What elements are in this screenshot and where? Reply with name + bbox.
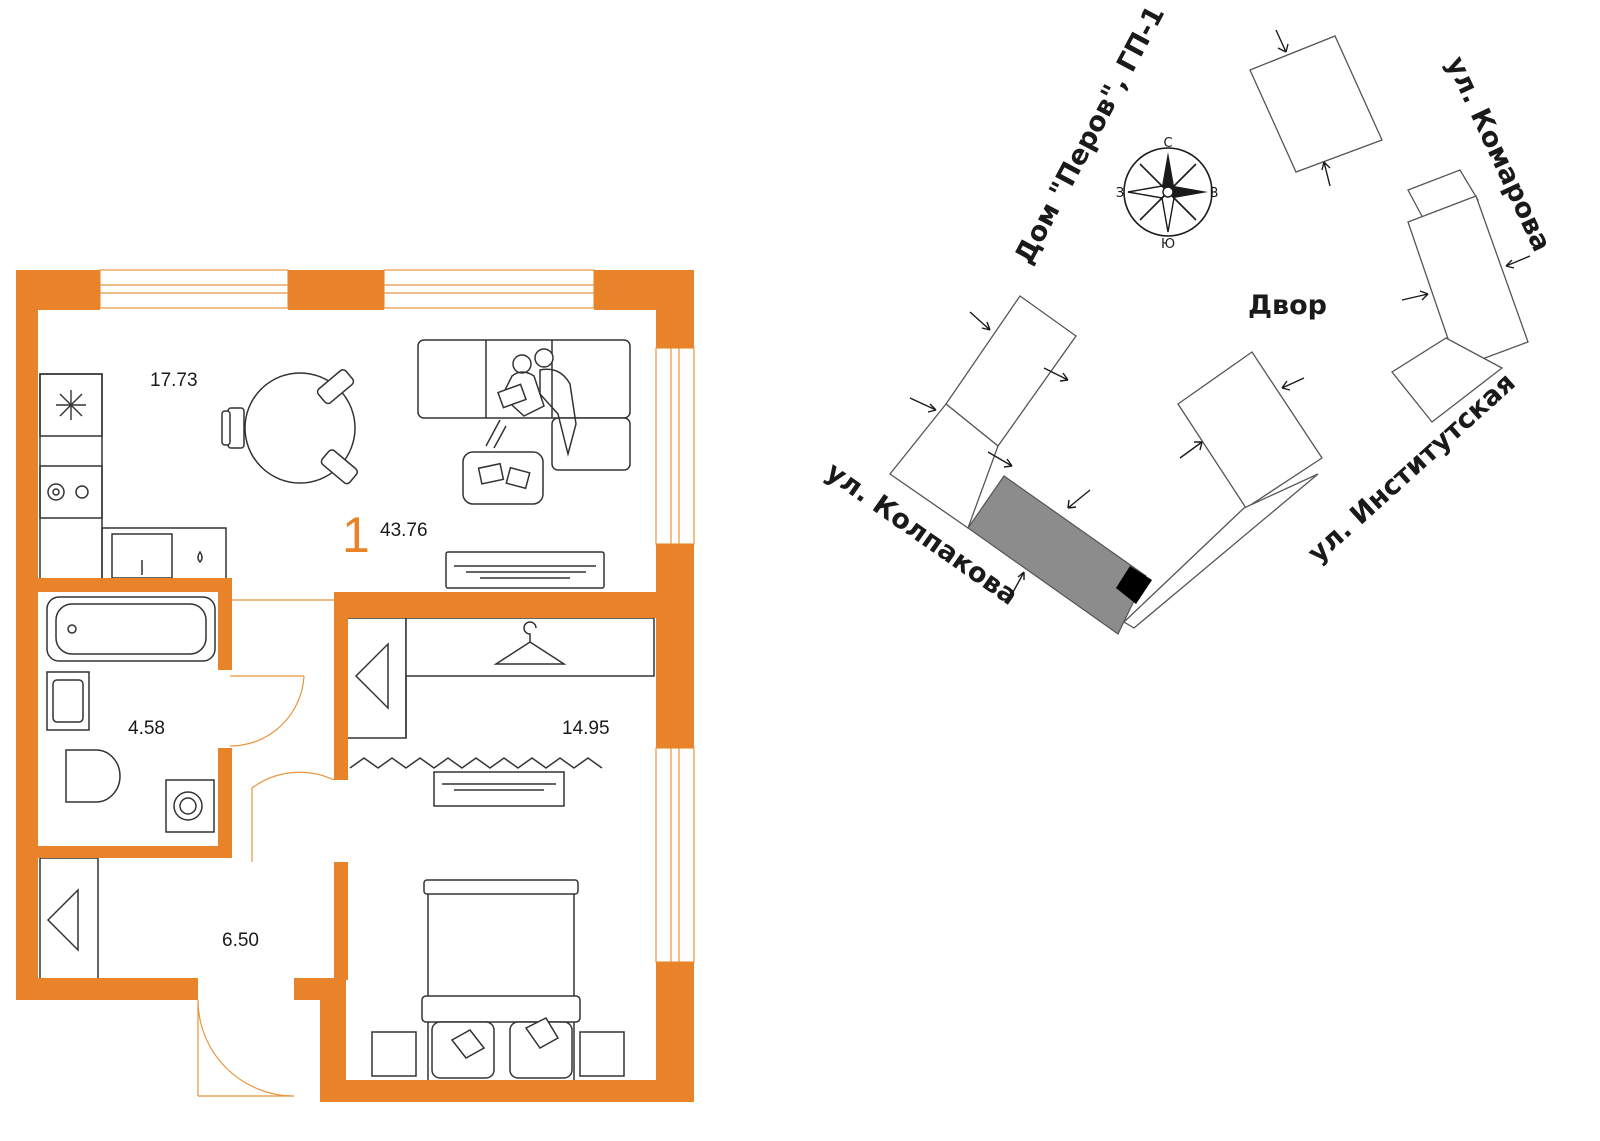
- wardrobe-small: [345, 617, 407, 739]
- tv-unit-bedroom: [433, 771, 565, 807]
- buildings: [889, 35, 1529, 635]
- kitchen-area-label: 17.73: [150, 370, 198, 391]
- house-label: Дом "Перов", ГП-1: [1009, 1, 1171, 269]
- sofa: [417, 339, 631, 505]
- hanger-icon: [46, 888, 79, 952]
- hallway-area-label: 6.50: [222, 930, 259, 951]
- tv-unit-living: [445, 551, 605, 589]
- building-top: [1249, 35, 1383, 173]
- total-area-label: 43.76: [380, 520, 428, 541]
- site-plan: С Ю З В Дом "Перов", ГП-1 Двор ул. Комар…: [820, 1, 1557, 635]
- highlighted-house: [967, 475, 1147, 635]
- floor-plan: 17.73 1 43.76 4.58 14.95 6.50: [16, 269, 695, 1102]
- bathroom-area-label: 4.58: [128, 718, 165, 739]
- bathtub: [46, 596, 216, 662]
- fridge: [39, 373, 103, 437]
- cooktop: [39, 465, 103, 519]
- toilet: [65, 749, 121, 803]
- snowflake-icon: [56, 390, 86, 420]
- walls: [16, 270, 694, 1102]
- hanger-icon: [354, 642, 389, 710]
- entrance-arrow-icon: [909, 29, 1531, 595]
- compass-rose-icon: С Ю З В: [1116, 136, 1219, 252]
- bathroom-fixtures: [46, 596, 216, 833]
- compass-west: З: [1116, 186, 1124, 201]
- people-figures: [485, 348, 577, 457]
- curtain-divider: [349, 757, 603, 769]
- compass-south: Ю: [1161, 237, 1175, 252]
- compass-north: С: [1163, 136, 1172, 151]
- wardrobe-large: [405, 617, 655, 677]
- compass-east: В: [1210, 186, 1219, 201]
- kitchen-furniture: [39, 373, 227, 583]
- nightstand-right: [579, 1031, 625, 1077]
- washing-machine: [165, 779, 215, 833]
- bedroom-area-label: 14.95: [562, 718, 610, 739]
- entrance-block: [1116, 566, 1152, 604]
- courtyard-label: Двор: [1248, 290, 1327, 321]
- bedroom-furniture: [345, 617, 655, 1083]
- hallway-wardrobe: [39, 857, 99, 981]
- rooms-count-label: 1: [342, 507, 370, 563]
- nightstand-left: [371, 1031, 417, 1077]
- hanger-icon: [493, 621, 567, 665]
- dining-table: [221, 369, 359, 485]
